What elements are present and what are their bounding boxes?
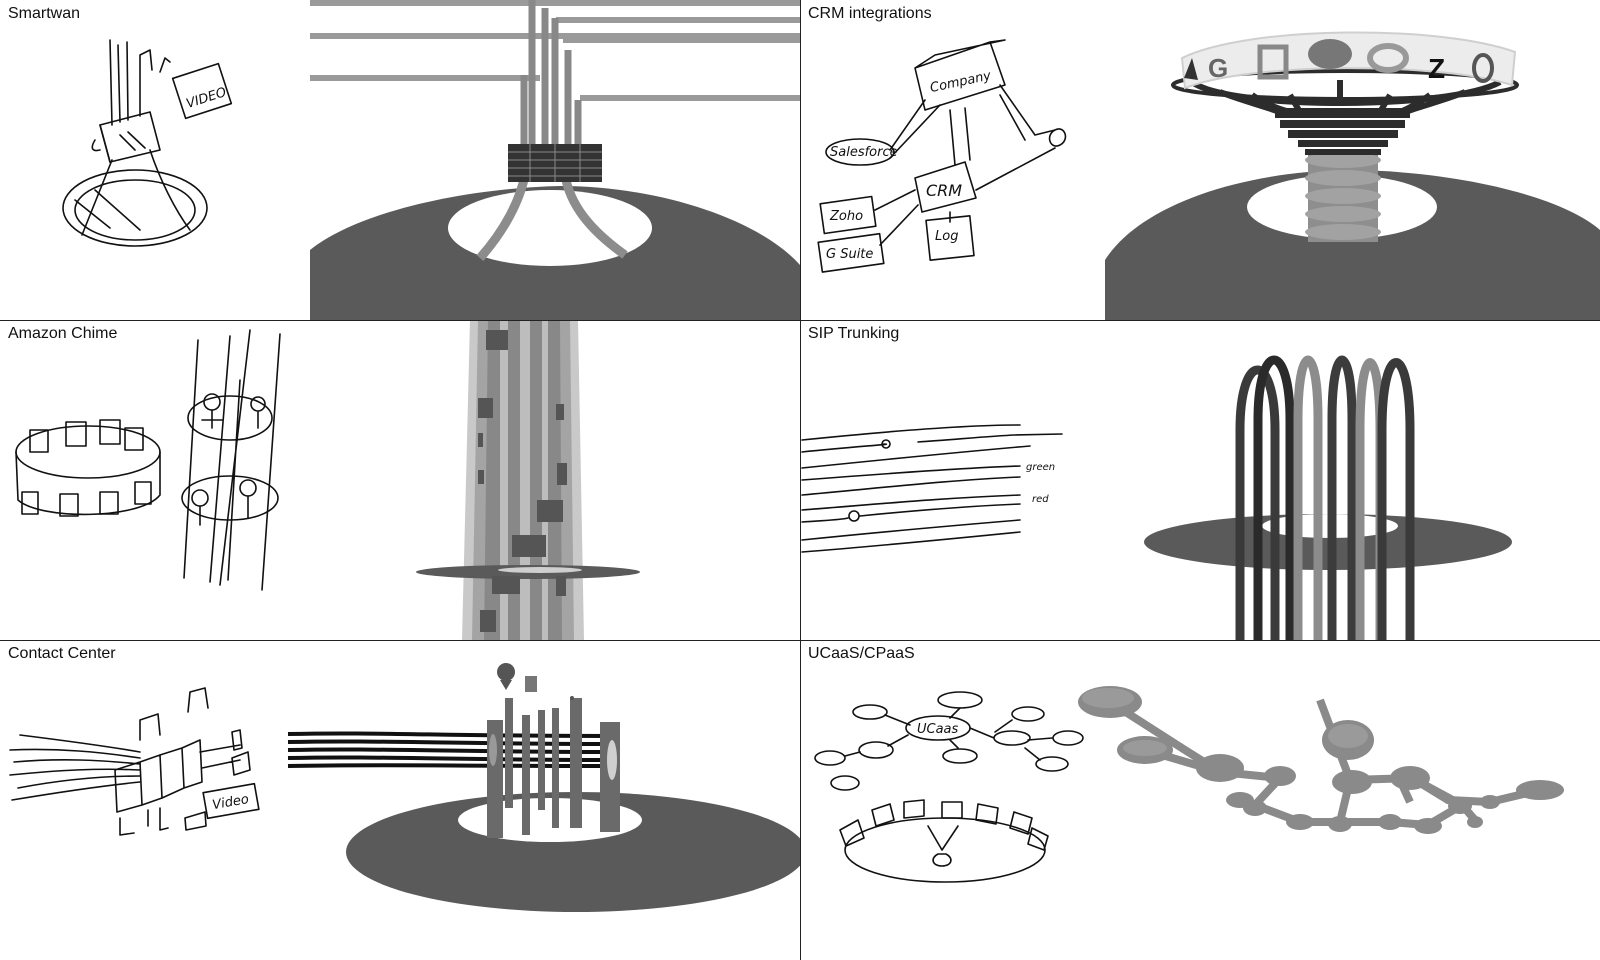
panel-title: Smartwan — [8, 5, 81, 22]
sip-sketch: green red — [801, 424, 1063, 553]
panel-amazon-chime: Amazon Chime — [0, 320, 800, 640]
smartwan-illustration: VIDEO — [62, 0, 800, 320]
panel-title: CRM integrations — [808, 5, 932, 22]
chime-illustration — [15, 320, 640, 640]
panel-title: SIP Trunking — [808, 325, 900, 342]
ucaas-render — [1078, 686, 1564, 834]
sketch-label-gsuite: G Suite — [826, 247, 873, 262]
sketch-label-red: red — [1032, 494, 1049, 505]
sketch-label-crm: CRM — [926, 181, 962, 200]
panel-ucaas-cpaas: UCaaS/CPaaS UCaas — [800, 640, 1600, 960]
sketch-label-video: Video — [211, 792, 250, 813]
sip-illustration: green red — [801, 355, 1512, 640]
panel-contact-center: Contact Center Video — [0, 640, 800, 960]
sketch-label-zoho: Zoho — [829, 209, 863, 224]
chime-sketch — [15, 329, 281, 591]
sketch-label-salesforce: Salesforce — [830, 145, 898, 160]
horizontal-divider-bottom — [0, 640, 1600, 641]
ucaas-illustration: UCaas — [814, 686, 1564, 883]
ucaas-sketch: UCaas — [814, 691, 1084, 883]
chime-render — [416, 320, 640, 640]
sketch-label-video: VIDEO — [185, 85, 229, 112]
smartwan-render — [310, 0, 800, 320]
ring-letter-z: Z — [1428, 53, 1445, 84]
crm-render: G Z — [1105, 31, 1600, 320]
panel-smartwan: Smartwan VIDEO — [0, 0, 800, 320]
vertical-divider — [800, 0, 801, 960]
panel-title: Amazon Chime — [8, 325, 118, 342]
contact-center-sketch: Video — [9, 687, 260, 836]
sketch-label-green: green — [1026, 462, 1055, 473]
panel-crm-integrations: CRM integrations Company Salesforce CRM … — [800, 0, 1600, 320]
ring-letter-g: G — [1208, 53, 1228, 83]
crm-sketch: Company Salesforce CRM Zoho G Suite Log — [817, 39, 1067, 273]
crm-illustration: Company Salesforce CRM Zoho G Suite Log — [817, 31, 1600, 320]
horizontal-divider-top — [0, 320, 1600, 321]
panel-title: UCaaS/CPaaS — [808, 645, 915, 662]
sip-render — [1144, 355, 1512, 640]
panel-sip-trunking: SIP Trunking green red — [800, 320, 1600, 640]
smartwan-sketch: VIDEO — [62, 39, 233, 247]
contact-center-illustration: Video — [9, 663, 800, 912]
sketch-label-log: Log — [935, 229, 958, 244]
contact-center-render — [287, 663, 800, 912]
panel-title: Contact Center — [8, 645, 116, 662]
sketch-label-ucaas: UCaas — [917, 722, 959, 737]
